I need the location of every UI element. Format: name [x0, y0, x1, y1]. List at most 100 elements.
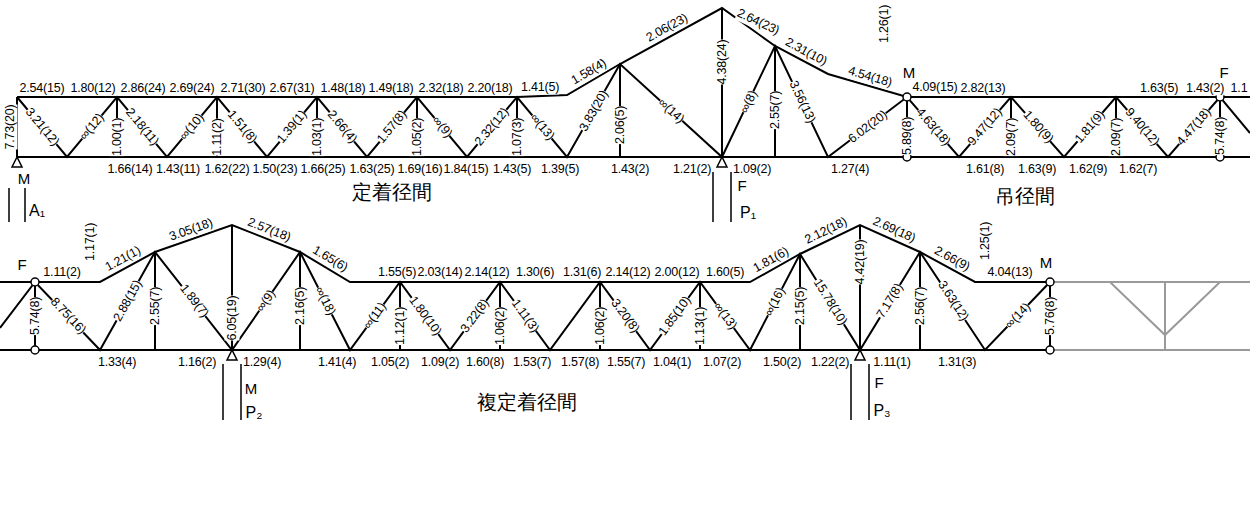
member-force: 2.20(18) — [468, 81, 513, 96]
member-force: 1.43(2) — [611, 162, 649, 177]
member-force: 2.31(10) — [782, 35, 829, 69]
span-name: 定着径間 — [352, 180, 432, 204]
member-force: 1.07(2) — [703, 355, 741, 370]
member-force: 1.26(1) — [877, 5, 892, 43]
member-force: 6.02(20) — [845, 107, 890, 146]
member-force: 2.06(5) — [613, 106, 628, 144]
member-force: 2.66(4) — [324, 108, 360, 147]
member-force: 3.20(8) — [608, 296, 643, 336]
member-force: 1.05(2) — [371, 355, 409, 370]
member-force: 1.13(1) — [693, 307, 708, 345]
pier-name: P₂ — [246, 404, 263, 421]
member-force: 4.04(13) — [988, 265, 1033, 280]
member-force: 1.33(4) — [98, 355, 136, 370]
member-force: 1.03(1) — [310, 118, 325, 156]
member-force: 1.48(18) — [321, 81, 366, 96]
member-force: 2.15(5) — [793, 287, 808, 325]
member-force: 1.63(25) — [350, 162, 395, 177]
member-force: 2.14(12) — [465, 265, 510, 280]
member-force: 1.00(1) — [110, 118, 125, 156]
member-force: 1.80(12) — [71, 81, 116, 96]
member-force: 1.27(4) — [831, 162, 869, 177]
member-force: 1.06(2) — [593, 307, 608, 345]
lower-chord — [0, 349, 1050, 351]
member-force: 2.69(24) — [170, 81, 215, 96]
member-force: 1.66(25) — [301, 162, 346, 177]
member-force: 2.09(7) — [1109, 118, 1124, 156]
member-force: 2.86(24) — [121, 81, 166, 96]
member-force: 4.42(19) — [853, 240, 868, 285]
member-force: ∞(13) — [710, 299, 740, 332]
member-force: 1.60(5) — [706, 265, 744, 280]
pier-symbol — [9, 188, 25, 222]
pier-symbol — [223, 364, 241, 420]
member-force: 1.62(9) — [1069, 162, 1107, 177]
member-force: 2.71(30) — [221, 81, 266, 96]
member-force: 1.22(2) — [811, 355, 849, 370]
member-force: 2.54(15) — [20, 81, 65, 96]
member-force: 6.05(19) — [225, 296, 240, 341]
member-force: 3.63(12) — [934, 278, 971, 324]
vertical-members — [35, 225, 1050, 350]
member-force: 9.40(12) — [1122, 105, 1163, 149]
pier-name: P₃ — [873, 402, 890, 419]
member-force: 2.55(7) — [148, 287, 163, 325]
member-force: 1.57(8) — [374, 108, 410, 147]
member-force: 2.88(15) — [110, 278, 145, 325]
support-mark: F — [1219, 64, 1228, 81]
member-force: 1.30(6) — [516, 265, 554, 280]
member-force: 8.75(16) — [47, 295, 89, 338]
member-force: 5.74(8) — [28, 297, 43, 335]
hinge-circle — [903, 93, 911, 101]
member-force: 1.89(7) — [176, 281, 211, 320]
member-force: 1.41(5) — [521, 80, 559, 95]
member-force: 1.62(7) — [1119, 162, 1157, 177]
member-force: 2.67(31) — [270, 81, 315, 96]
truss-members — [0, 8, 1250, 350]
member-force: 1.11(3) — [508, 297, 542, 336]
hinge-circle — [1046, 346, 1054, 354]
member-force: 1.09(2) — [421, 355, 459, 370]
member-force: 2.06(23) — [643, 11, 690, 46]
member-force: 1.43(11) — [156, 162, 200, 177]
member-force: ∞(18) — [311, 284, 338, 318]
member-force: 5.76(8) — [1043, 297, 1058, 335]
member-force: 2.14(12) — [606, 265, 651, 280]
member-force: 1.85(10) — [656, 293, 695, 338]
member-force: 2.00(12) — [655, 265, 700, 280]
member-force: ∞(11) — [360, 300, 389, 332]
member-force: 4.47(18) — [1174, 105, 1215, 149]
member-force: 2.32(18) — [419, 81, 464, 96]
member-force: 1.63(9) — [1018, 162, 1056, 177]
member-force: 2.69(18) — [870, 214, 917, 246]
member-force: 1.50(2) — [763, 355, 801, 370]
member-force: 2.18(11) — [122, 105, 162, 148]
support-mark: M — [903, 64, 916, 81]
member-force: 1.43(5) — [493, 162, 531, 177]
member-force: 1.1 — [1231, 81, 1248, 96]
member-force: 9.47(12) — [965, 105, 1006, 149]
member-force: 1.39(5) — [541, 162, 579, 177]
diagonal-members — [17, 46, 1250, 157]
member-force: 1.12(1) — [393, 307, 408, 345]
member-force: 2.09(7) — [1004, 118, 1019, 156]
hinge-circle — [31, 278, 39, 286]
continuation-members — [1054, 282, 1250, 350]
bearing-symbol — [717, 157, 727, 167]
member-force: 1.05(2) — [410, 118, 425, 156]
support-mark: M — [18, 170, 31, 187]
member-force: 1.11(2) — [43, 265, 80, 280]
member-force: 1.53(7) — [513, 355, 551, 370]
member-force: 3.56(13) — [785, 78, 818, 125]
diagonal-members — [0, 252, 1050, 350]
hinge-circle — [31, 346, 39, 354]
member-force: 1.43(2) — [1186, 81, 1224, 96]
member-force: 1.51(8) — [224, 108, 260, 147]
member-force: ∞(9) — [253, 287, 279, 315]
member-force: 1.66(14) — [108, 162, 153, 177]
member-force: 2.56(7) — [913, 287, 928, 325]
hinges — [31, 93, 1224, 354]
member-force: 1.07(3) — [510, 118, 525, 156]
member-force: ∞(16) — [761, 285, 788, 319]
member-force: 1.63(5) — [1140, 81, 1178, 96]
